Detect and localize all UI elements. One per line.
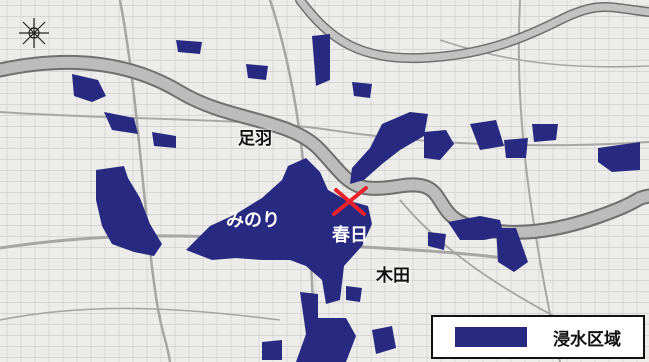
flood-zone-north-east bbox=[350, 112, 428, 184]
compass-rose-icon bbox=[19, 18, 49, 48]
flood-zone-north bbox=[312, 34, 330, 86]
legend-label: 浸水区域 bbox=[553, 329, 621, 350]
flood-zone-north-west bbox=[72, 74, 106, 102]
area-label-minori: みのり bbox=[226, 210, 280, 231]
area-label-asuwa: 足羽 bbox=[238, 129, 272, 149]
flood-zone-east bbox=[448, 216, 504, 240]
flood-zone-minori bbox=[186, 158, 372, 304]
flood-zone-south bbox=[296, 292, 356, 362]
legend-flood-swatch bbox=[455, 327, 527, 347]
map-legend: 浸水区域 bbox=[431, 315, 645, 359]
flood-zone-west bbox=[96, 166, 162, 256]
area-label-kasuga: 春日 bbox=[332, 225, 368, 246]
area-label-kida: 木田 bbox=[376, 266, 410, 286]
breach-point-x-icon bbox=[332, 186, 368, 216]
river-system bbox=[0, 0, 649, 240]
flood-zones bbox=[72, 34, 640, 362]
